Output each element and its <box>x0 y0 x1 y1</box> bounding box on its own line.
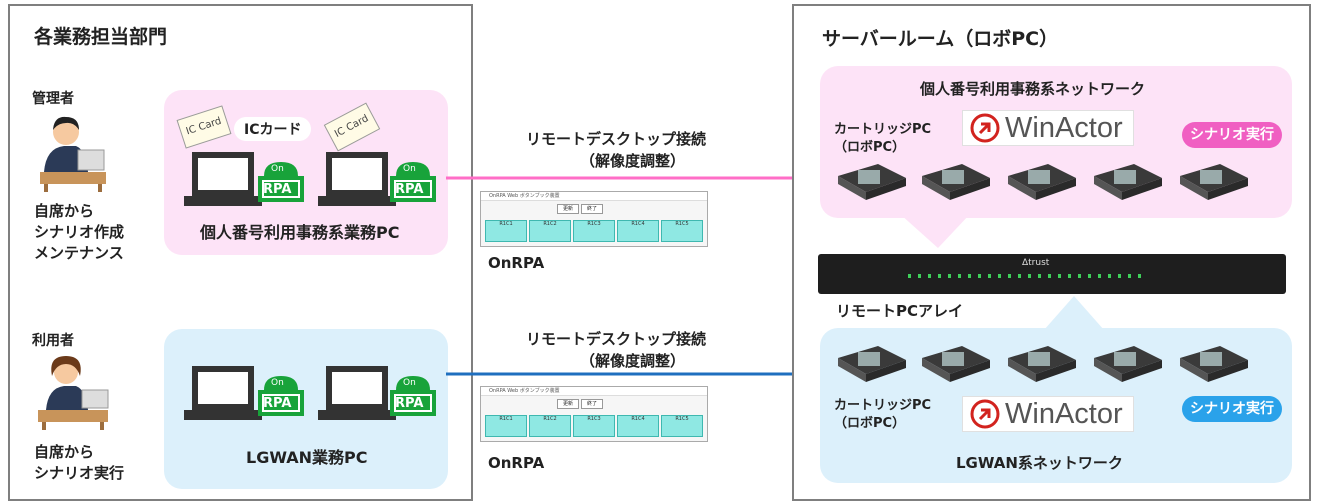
onrpa-cell[interactable]: R1C4 <box>617 220 659 242</box>
user-rpa-icon-1 <box>258 376 304 416</box>
cartridge-pc-bottom-3 <box>1008 346 1076 382</box>
bottom-network-label: LGWAN系ネットワーク <box>956 454 1123 472</box>
winactor-logo-top: WinActor <box>962 110 1134 146</box>
department-title: 各業務担当部門 <box>34 26 168 48</box>
user-laptop-icon-2 <box>318 366 396 420</box>
onrpa-cell[interactable]: R1C1 <box>485 415 527 437</box>
winactor-text: WinActor <box>1005 397 1123 430</box>
scenario-badge-top: シナリオ実行 <box>1182 122 1282 148</box>
onrpa-update-button[interactable]: 更新 <box>557 399 579 409</box>
blue-connection-arrow <box>446 366 822 382</box>
top-network-label: 個人番号利用事務系ネットワーク <box>920 80 1146 98</box>
onrpa-cell[interactable]: R1C3 <box>573 220 615 242</box>
onrpa-cell[interactable]: R1C4 <box>617 415 659 437</box>
cartridge-label-bottom-1: カートリッジPC <box>834 398 932 413</box>
user-zone-label: LGWAN業務PC <box>246 448 368 467</box>
admin-desc-1: 自席から <box>34 202 95 220</box>
onrpa-window-title: OnRPA Web ボタンブック装置 <box>481 387 707 396</box>
user-desc-1: 自席から <box>34 443 95 461</box>
cartridge-label-top-2: （ロボPC） <box>834 140 906 155</box>
pink-connection-arrow <box>446 170 822 186</box>
onrpa-label-top: OnRPA <box>488 254 545 272</box>
user-person-icon <box>38 356 109 430</box>
remote-pc-array-label: リモートPCアレイ <box>836 302 964 320</box>
onrpa-cell[interactable]: R1C2 <box>529 415 571 437</box>
user-rpa-icon-2 <box>390 376 436 416</box>
top-zone-pointer <box>900 214 970 248</box>
onrpa-cell[interactable]: R1C3 <box>573 415 615 437</box>
conn-bottom-line1: リモートデスクトップ接続 <box>526 330 707 348</box>
onrpa-cell[interactable]: R1C5 <box>661 415 703 437</box>
user-rpa-on-1: On <box>271 378 284 388</box>
cartridge-label-bottom-2: （ロボPC） <box>834 416 906 431</box>
winactor-mark-icon <box>970 399 1000 429</box>
ic-card-label: ICカード <box>234 117 312 141</box>
cartridge-pc-bottom-4 <box>1094 346 1162 382</box>
user-rpa-text-2: RPA <box>395 396 424 411</box>
admin-rpa-icon-1 <box>258 162 304 202</box>
scenario-badge-bottom: シナリオ実行 <box>1182 396 1282 422</box>
admin-person-icon <box>40 116 106 192</box>
onrpa-update-button[interactable]: 更新 <box>557 204 579 214</box>
admin-rpa-text-2: RPA <box>395 182 424 197</box>
admin-laptop-icon-2 <box>318 152 396 206</box>
array-brand: Δtrust <box>1022 258 1050 268</box>
cartridge-pc-top-1 <box>838 164 906 200</box>
remote-pc-array-device: Δtrust <box>818 254 1286 294</box>
cartridge-pc-bottom-5 <box>1180 346 1248 382</box>
cartridge-label-top-1: カートリッジPC <box>834 122 932 137</box>
onrpa-window-top: OnRPA Web ボタンブック装置 更新 終了 R1C1 R1C2 R1C3 … <box>480 191 708 247</box>
onrpa-cell[interactable]: R1C5 <box>661 220 703 242</box>
conn-bottom-line2: （解像度調整） <box>580 352 686 370</box>
admin-desc-2: シナリオ作成 <box>34 223 125 241</box>
admin-rpa-on-2: On <box>403 164 416 174</box>
conn-top-line1: リモートデスクトップ接続 <box>526 130 707 148</box>
cartridge-pc-bottom-1 <box>838 346 906 382</box>
onrpa-label-bottom: OnRPA <box>488 454 545 472</box>
onrpa-exit-button[interactable]: 終了 <box>581 399 603 409</box>
server-room-title: サーバールーム（ロボPC） <box>822 28 1059 50</box>
winactor-mark-icon <box>970 113 1000 143</box>
onrpa-window-title: OnRPA Web ボタンブック装置 <box>481 192 707 201</box>
user-rpa-on-2: On <box>403 378 416 388</box>
onrpa-window-bottom: OnRPA Web ボタンブック装置 更新 終了 R1C1 R1C2 R1C3 … <box>480 386 708 442</box>
cartridge-pc-bottom-2 <box>922 346 990 382</box>
onrpa-exit-button[interactable]: 終了 <box>581 204 603 214</box>
user-laptop-icon-1 <box>184 366 262 420</box>
user-desc-2: シナリオ実行 <box>34 464 125 482</box>
admin-role-label: 管理者 <box>32 91 74 107</box>
bottom-zone-pointer <box>1044 296 1104 330</box>
admin-rpa-icon-2 <box>390 162 436 202</box>
admin-laptop-icon-1 <box>184 152 262 206</box>
cartridge-pc-top-4 <box>1094 164 1162 200</box>
cartridge-pc-top-3 <box>1008 164 1076 200</box>
user-role-label: 利用者 <box>32 333 74 349</box>
cartridge-pc-top-2 <box>922 164 990 200</box>
admin-desc-3: メンテナンス <box>34 244 124 262</box>
winactor-logo-bottom: WinActor <box>962 396 1134 432</box>
winactor-text: WinActor <box>1005 111 1123 144</box>
cartridge-pc-top-5 <box>1180 164 1248 200</box>
admin-zone-label: 個人番号利用事務系業務PC <box>200 223 400 242</box>
onrpa-cell[interactable]: R1C1 <box>485 220 527 242</box>
admin-rpa-on-1: On <box>271 164 284 174</box>
admin-rpa-text-1: RPA <box>263 182 292 197</box>
array-led-strip <box>908 274 1148 278</box>
conn-top-line2: （解像度調整） <box>580 152 686 170</box>
onrpa-cell[interactable]: R1C2 <box>529 220 571 242</box>
user-rpa-text-1: RPA <box>263 396 292 411</box>
